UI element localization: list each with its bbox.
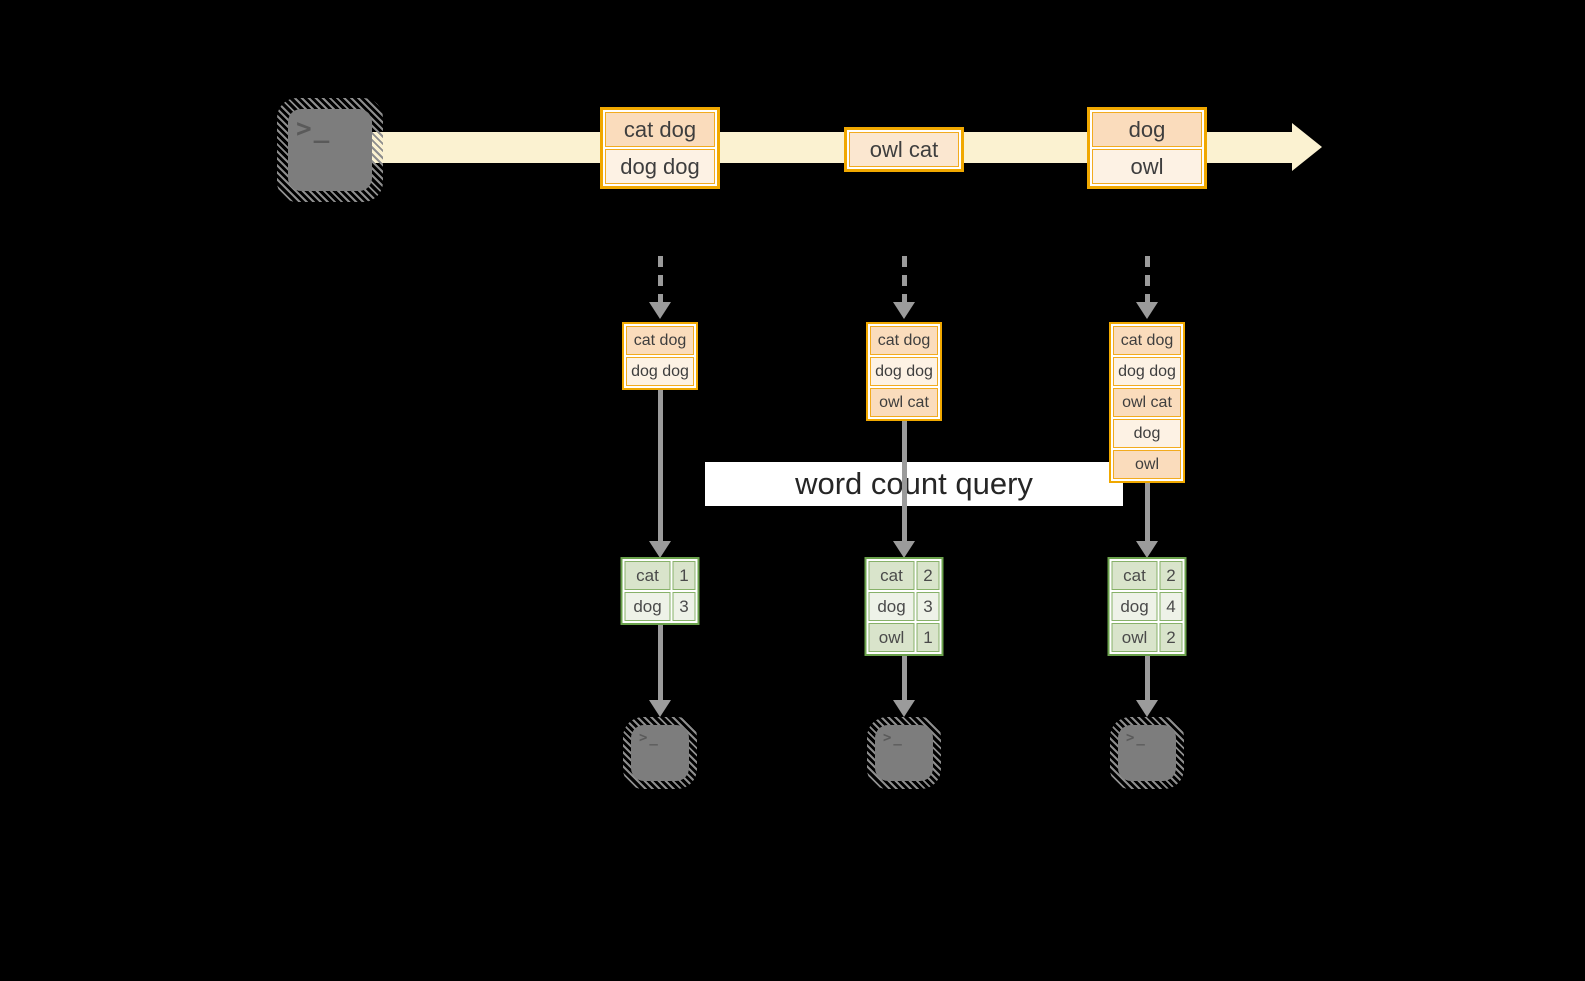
result-arrow-head-icon bbox=[893, 700, 915, 717]
state-record-cell: cat dog bbox=[870, 326, 938, 355]
count-cell: 4 bbox=[1159, 592, 1183, 621]
record-cell: owl cat bbox=[849, 132, 959, 167]
trigger-arrow bbox=[1144, 256, 1150, 302]
count-cell: 3 bbox=[672, 592, 696, 621]
sink-terminal-icon: >_ bbox=[1110, 717, 1184, 789]
record-cell: cat dog bbox=[605, 112, 715, 147]
word-cell: cat bbox=[868, 561, 915, 590]
result-arrow-head-icon bbox=[1136, 700, 1158, 717]
state-record-cell: dog bbox=[1113, 419, 1181, 448]
result-arrow bbox=[901, 654, 907, 700]
count-cell: 1 bbox=[916, 623, 940, 652]
query-bar: word count query bbox=[705, 462, 1123, 506]
sink-terminal-icon-body bbox=[1118, 725, 1176, 781]
state-record-cell: cat dog bbox=[1113, 326, 1181, 355]
record-cell: dog bbox=[1092, 112, 1202, 147]
sink-terminal-icon-body bbox=[631, 725, 689, 781]
query-label: word count query bbox=[795, 466, 1033, 501]
terminal-prompt-icon: >_ bbox=[296, 114, 332, 144]
result-arrow bbox=[1144, 654, 1150, 700]
terminal-prompt-icon: >_ bbox=[883, 730, 904, 746]
count-cell: 2 bbox=[1159, 561, 1183, 590]
record-cell: owl bbox=[1092, 149, 1202, 184]
state-record-cell: dog dog bbox=[626, 357, 694, 386]
word-cell: cat bbox=[624, 561, 671, 590]
sink-terminal-icon: >_ bbox=[623, 717, 697, 789]
word-cell: cat bbox=[1111, 561, 1158, 590]
source-terminal-icon-body bbox=[288, 109, 372, 191]
query-arrow-head-icon bbox=[1136, 541, 1158, 558]
state-record-cell: cat dog bbox=[626, 326, 694, 355]
stream-arrowhead-icon bbox=[1292, 123, 1322, 171]
result-arrow bbox=[657, 623, 663, 700]
trigger-arrow-head-icon bbox=[893, 302, 915, 319]
state-record-cell: owl bbox=[1113, 450, 1181, 479]
state-record-cell: owl cat bbox=[1113, 388, 1181, 417]
word-cell: owl bbox=[1111, 623, 1158, 652]
word-cell: dog bbox=[624, 592, 671, 621]
trigger-arrow-head-icon bbox=[1136, 302, 1158, 319]
source-terminal-icon: >_ bbox=[277, 98, 383, 202]
word-cell: dog bbox=[1111, 592, 1158, 621]
terminal-prompt-icon: >_ bbox=[639, 730, 660, 746]
query-arrow bbox=[657, 388, 663, 541]
sink-terminal-icon-body bbox=[875, 725, 933, 781]
trigger-arrow-head-icon bbox=[649, 302, 671, 319]
query-arrow bbox=[901, 419, 907, 541]
result-arrow-head-icon bbox=[649, 700, 671, 717]
count-cell: 3 bbox=[916, 592, 940, 621]
state-record-cell: owl cat bbox=[870, 388, 938, 417]
count-cell: 2 bbox=[916, 561, 940, 590]
count-cell: 1 bbox=[672, 561, 696, 590]
word-cell: dog bbox=[868, 592, 915, 621]
state-record-cell: dog dog bbox=[870, 357, 938, 386]
word-cell: owl bbox=[868, 623, 915, 652]
state-record-cell: dog dog bbox=[1113, 357, 1181, 386]
query-arrow-head-icon bbox=[649, 541, 671, 558]
query-arrow bbox=[1144, 481, 1150, 541]
trigger-arrow bbox=[901, 256, 907, 302]
sink-terminal-icon: >_ bbox=[867, 717, 941, 789]
terminal-prompt-icon: >_ bbox=[1126, 730, 1147, 746]
query-arrow-head-icon bbox=[893, 541, 915, 558]
record-cell: dog dog bbox=[605, 149, 715, 184]
trigger-arrow bbox=[657, 256, 663, 302]
batch-box: owl cat bbox=[844, 127, 964, 172]
count-cell: 2 bbox=[1159, 623, 1183, 652]
